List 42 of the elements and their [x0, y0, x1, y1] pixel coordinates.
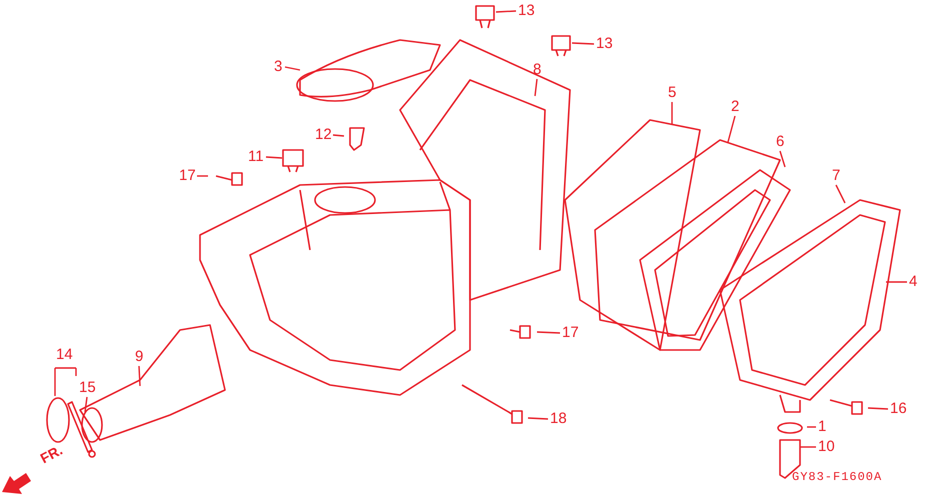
leader-line — [266, 156, 282, 159]
leader-line — [528, 417, 548, 420]
callout-number: 1 — [818, 419, 826, 435]
leader-line — [671, 102, 673, 124]
leader-line — [138, 366, 141, 386]
drawing-number: GY83-F1600A — [792, 470, 882, 484]
leader-line — [54, 367, 77, 397]
direction-label: FR. — [38, 442, 65, 466]
leader-line — [572, 42, 594, 45]
callout-number: 13 — [596, 36, 613, 52]
leader-line — [332, 134, 344, 137]
leader-line — [779, 150, 786, 168]
callout-number: 14 — [56, 347, 73, 363]
callout-number: 16 — [890, 401, 907, 417]
callout-number: 4 — [909, 274, 918, 290]
leader-line — [84, 396, 88, 412]
callout-number: 17 — [562, 325, 579, 341]
leader-line — [284, 66, 300, 71]
callout-number: 13 — [518, 3, 535, 19]
callout-number: 18 — [550, 411, 567, 427]
leader-line — [727, 116, 736, 142]
callout-number: 11 — [248, 149, 264, 165]
callout-number: 12 — [315, 127, 332, 143]
leader-line — [835, 184, 846, 204]
callout-number: 17 — [179, 168, 196, 184]
leader-line — [197, 175, 208, 177]
leader-line — [536, 331, 560, 334]
leader-line — [807, 426, 816, 428]
callout-number: 8 — [533, 62, 542, 78]
callout-number: 2 — [731, 99, 740, 115]
callout-number: 6 — [776, 134, 784, 150]
callout-number: 15 — [79, 380, 96, 396]
leader-line — [800, 446, 816, 448]
callout-number: 5 — [668, 85, 676, 101]
leader-line — [886, 281, 907, 283]
callout-number: 7 — [832, 168, 840, 184]
callout-number: 10 — [818, 439, 835, 455]
leader-line — [868, 407, 888, 410]
callout-number: 3 — [274, 59, 282, 75]
callout-number: 9 — [135, 349, 144, 365]
leader-line — [496, 10, 516, 13]
leader-line — [534, 78, 538, 96]
